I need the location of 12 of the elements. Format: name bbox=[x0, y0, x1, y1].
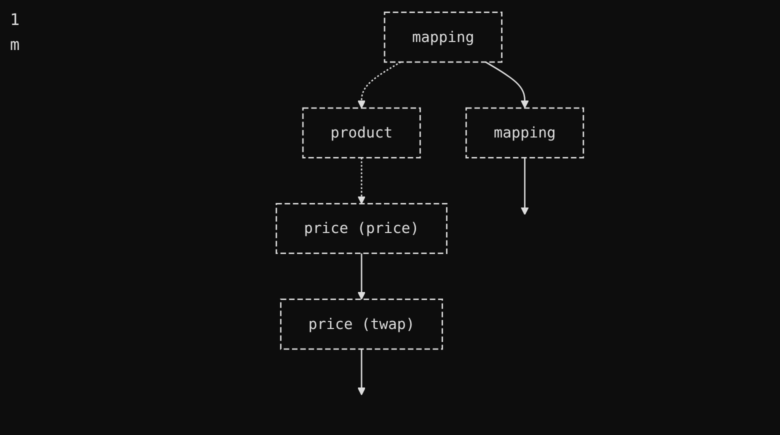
node-box: price (twap) bbox=[280, 298, 444, 350]
arrow bbox=[485, 61, 529, 108]
cardinality-label: m bbox=[10, 35, 21, 54]
arrow bbox=[358, 253, 366, 300]
node-box: price (price) bbox=[276, 203, 448, 254]
node-box: mapping bbox=[466, 107, 584, 158]
arrow bbox=[358, 349, 366, 396]
arrow bbox=[520, 158, 529, 216]
node-box: mapping bbox=[384, 12, 503, 63]
node-box: product bbox=[302, 107, 421, 158]
arrow bbox=[358, 158, 366, 204]
cardinality-label: 1 bbox=[10, 10, 21, 29]
